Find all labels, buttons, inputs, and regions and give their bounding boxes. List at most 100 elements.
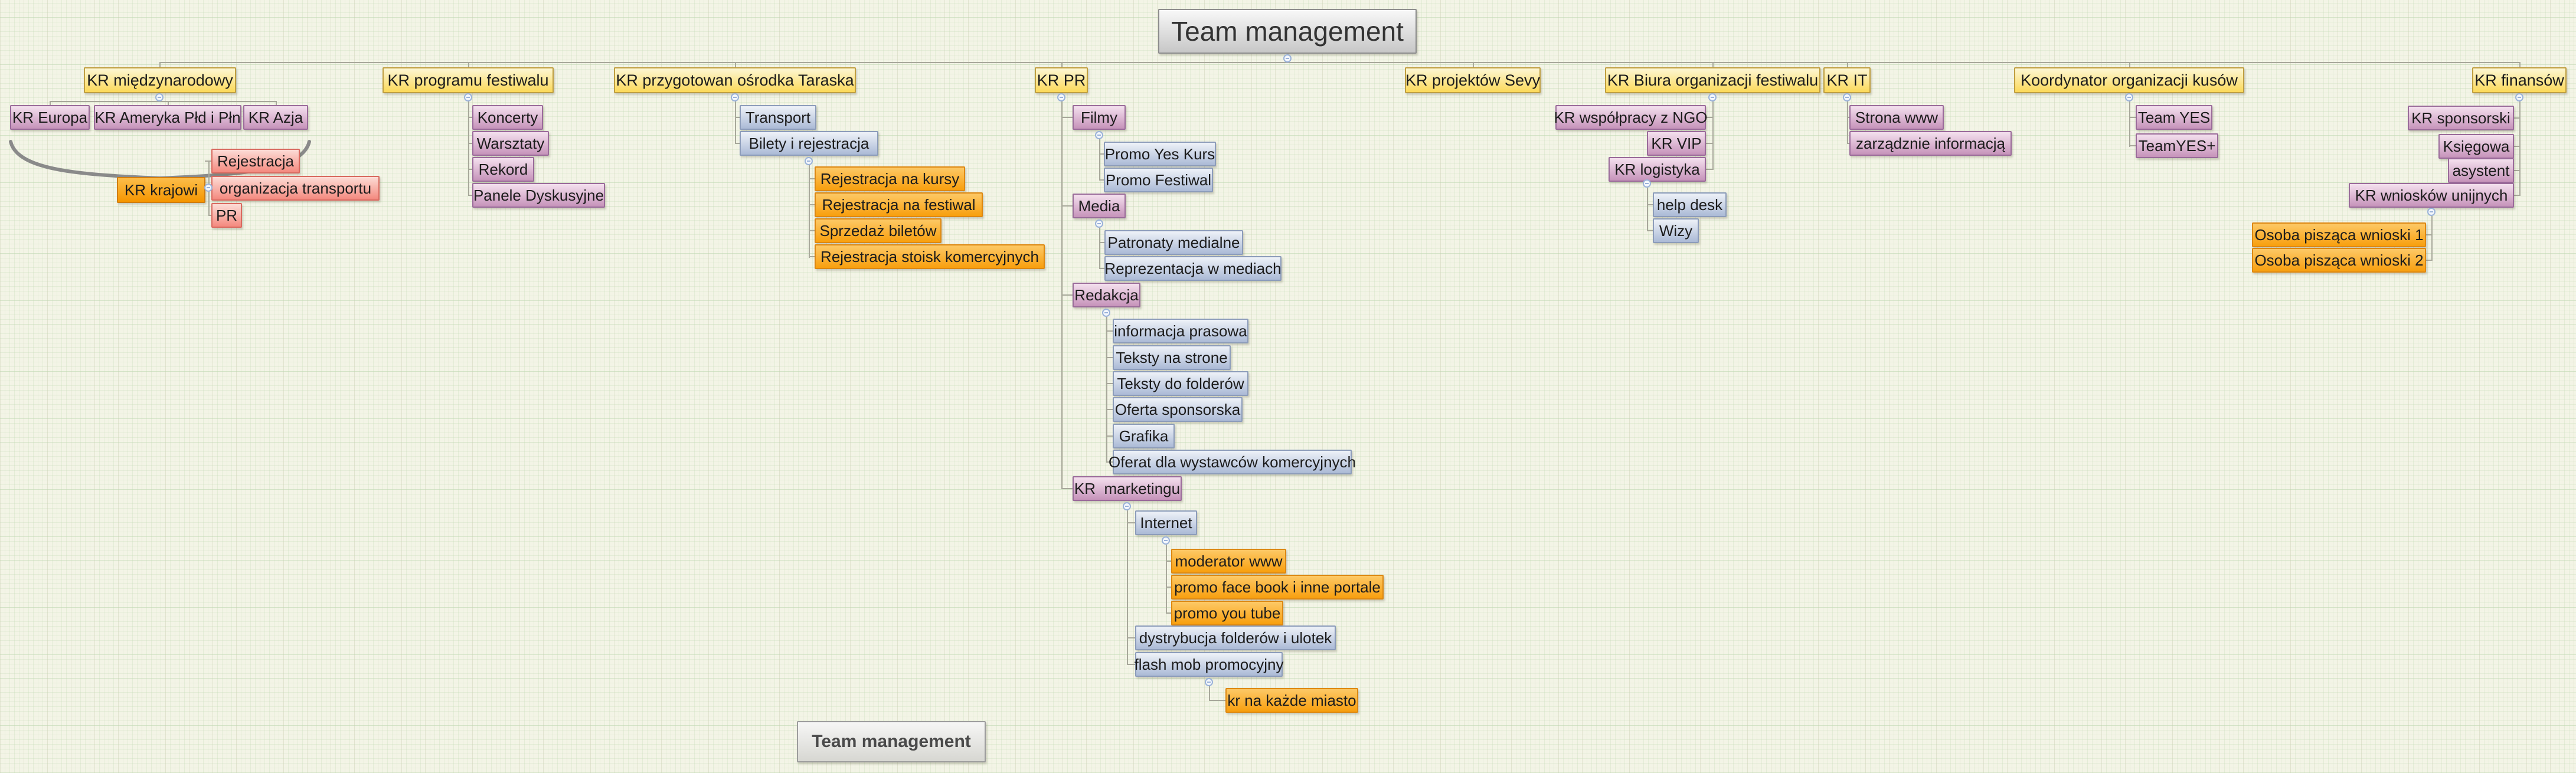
node-rejestracja-stoisk-komercyjnych[interactable]: Rejestracja stoisk komercyjnych — [815, 244, 1045, 269]
connector-line — [2514, 146, 2519, 147]
fold-toggle-icon[interactable] — [1123, 502, 1131, 510]
node-promo-you-tube[interactable]: promo you tube — [1171, 601, 1283, 625]
node-promo-yes-kurs[interactable]: Promo Yes Kurs — [1104, 142, 1216, 166]
node-koncerty[interactable]: Koncerty — [472, 105, 543, 130]
node-kr-wspolpracy-z-ngo[interactable]: KR współpracy z NGO — [1554, 105, 1708, 130]
node-team-yes-plus[interactable]: TeamYES+ — [2136, 133, 2218, 158]
node-osoba-piszaca-wnioski-1[interactable]: Osoba pisząca wnioski 1 — [2252, 222, 2426, 247]
node-osoba-piszaca-wnioski-2[interactable]: Osoba pisząca wnioski 2 — [2252, 248, 2426, 273]
node-kr-pr[interactable]: KR PR — [1035, 67, 1088, 93]
connector-line — [2431, 216, 2433, 261]
node-panele-dyskusyjne[interactable]: Panele Dyskusyjne — [472, 183, 605, 208]
node-flash-mob-promocyjny[interactable]: flash mob promocyjny — [1135, 652, 1283, 677]
fold-toggle-icon[interactable] — [2427, 208, 2436, 216]
node-koordynator-organizacji-kusow[interactable]: Koordynator organizacji kusów — [2014, 67, 2244, 93]
node-kr-sponsorski[interactable]: KR sponsorski — [2408, 106, 2514, 130]
node-team-management-root[interactable]: Team management — [1158, 9, 1417, 54]
fold-toggle-icon[interactable] — [464, 93, 472, 101]
node-asystent[interactable]: asystent — [2448, 158, 2514, 183]
node-kr-azja[interactable]: KR Azja — [243, 105, 308, 130]
node-kr-na-kazde-miasto[interactable]: kr na każde miasto — [1225, 688, 1358, 713]
connector-line — [1106, 409, 1113, 410]
fold-toggle-icon[interactable] — [155, 93, 164, 101]
connector-line — [1099, 242, 1104, 243]
node-zarzadznie-informacja[interactable]: zarządznie informacją — [1849, 131, 2012, 156]
node-dystrybucja-folderow-i-ulotek[interactable]: dystrybucja folderów i ulotek — [1135, 625, 1336, 650]
node-internet[interactable]: Internet — [1135, 510, 1197, 535]
node-kr-miedzynarodowy[interactable]: KR międzynarodowy — [84, 67, 236, 93]
node-teksty-na-strone[interactable]: Teksty na strone — [1113, 345, 1231, 370]
fold-toggle-icon[interactable] — [1162, 536, 1170, 545]
node-teksty-do-folderow[interactable]: Teksty do folderów — [1113, 371, 1248, 396]
connector-line — [1127, 510, 1128, 665]
node-kr-projektow-sevy[interactable]: KR projektów Sevy — [1405, 67, 1541, 93]
node-kr-logistyka[interactable]: KR logistyka — [1609, 157, 1706, 182]
connector-line — [1099, 153, 1104, 155]
node-promo-face-book-i-inne-portale[interactable]: promo face book i inne portale — [1171, 575, 1384, 600]
fold-toggle-icon[interactable] — [1643, 179, 1651, 188]
fold-toggle-icon[interactable] — [1283, 54, 1292, 63]
node-kr-it[interactable]: KR IT — [1823, 67, 1871, 93]
connector-line — [1706, 169, 1712, 170]
node-organizacja-transportu[interactable]: organizacja transportu — [211, 176, 380, 201]
node-reprezentacja-w-mediach[interactable]: Reprezentacja w mediach — [1104, 256, 1282, 281]
fold-toggle-icon[interactable] — [1205, 678, 1213, 686]
node-team-management-floating[interactable]: Team management — [797, 721, 986, 762]
node-oferat-dla-wystawcow-komercyjnych[interactable]: Oferat dla wystawców komercyjnych — [1109, 450, 1356, 474]
connector-line — [1847, 101, 1848, 144]
fold-toggle-icon[interactable] — [2515, 93, 2523, 101]
node-rejestracja-na-kursy[interactable]: Rejestracja na kursy — [815, 166, 965, 191]
fold-toggle-icon[interactable] — [1102, 309, 1110, 317]
node-kr-marketingu[interactable]: KR marketingu — [1073, 476, 1182, 501]
node-media[interactable]: Media — [1073, 194, 1126, 218]
connector-line — [468, 195, 472, 196]
node-kr-vip[interactable]: KR VIP — [1647, 131, 1706, 156]
connector-line — [2129, 101, 2130, 147]
node-pr[interactable]: PR — [211, 203, 242, 228]
fold-toggle-icon[interactable] — [1095, 131, 1103, 139]
node-kr-programu-festiwalu[interactable]: KR programu festiwalu — [383, 67, 554, 93]
node-grafika[interactable]: Grafika — [1113, 424, 1175, 448]
connector-line — [809, 178, 815, 179]
node-strona-www[interactable]: Strona www — [1849, 105, 1944, 130]
node-transport[interactable]: Transport — [740, 105, 816, 130]
node-moderator-www[interactable]: moderator www — [1171, 549, 1286, 574]
fold-toggle-icon[interactable] — [204, 184, 213, 192]
node-promo-festiwal[interactable]: Promo Festiwal — [1104, 168, 1213, 192]
node-help-desk[interactable]: help desk — [1653, 192, 1727, 217]
fold-toggle-icon[interactable] — [2125, 93, 2133, 101]
node-kr-biura-organizacji-festiwalu[interactable]: KR Biura organizacji festiwalu — [1605, 67, 1820, 93]
connector-line — [1061, 62, 1063, 67]
node-warsztaty[interactable]: Warsztaty — [472, 131, 549, 156]
fold-toggle-icon[interactable] — [1708, 93, 1717, 101]
node-kr-wnioskow-unijnych[interactable]: KR wniosków unijnych — [2349, 183, 2514, 208]
node-bilety-i-rejestracja[interactable]: Bilety i rejestracja — [740, 131, 878, 156]
node-ksiegowa[interactable]: Księgowa — [2438, 134, 2514, 159]
node-rekord[interactable]: Rekord — [472, 157, 534, 182]
node-kr-europa[interactable]: KR Europa — [10, 105, 90, 130]
connector-line — [1166, 545, 1167, 614]
node-informacja-prasowa[interactable]: informacja prasowa — [1113, 319, 1248, 343]
node-rejestracja-na-festiwal[interactable]: Rejestracja na festiwal — [815, 192, 983, 217]
node-sprzedaz-biletow[interactable]: Sprzedaż biletów — [815, 218, 942, 243]
node-oferta-sponsorska[interactable]: Oferta sponsorska — [1113, 397, 1243, 422]
node-team-yes[interactable]: Team YES — [2136, 105, 2212, 130]
node-patronaty-medialne[interactable]: Patronaty medialne — [1104, 230, 1243, 255]
fold-toggle-icon[interactable] — [805, 157, 813, 165]
connector-line — [1209, 700, 1225, 701]
fold-toggle-icon[interactable] — [1843, 93, 1851, 101]
fold-toggle-icon[interactable] — [1095, 220, 1103, 228]
node-rejestracja[interactable]: Rejestracja — [211, 149, 300, 173]
connector-line — [50, 101, 276, 102]
node-kr-ameryka-pld-i-pln[interactable]: KR Ameryka Płd i Płn — [94, 105, 241, 130]
connector-line — [1106, 383, 1113, 384]
node-filmy[interactable]: Filmy — [1073, 105, 1126, 130]
node-redakcja[interactable]: Redakcja — [1073, 283, 1140, 307]
node-kr-przygotowan-osrodka-taraska[interactable]: KR przygotowan ośrodka Taraska — [614, 67, 856, 93]
fold-toggle-icon[interactable] — [731, 93, 739, 101]
node-wizy[interactable]: Wizy — [1653, 218, 1699, 243]
node-kr-finansow[interactable]: KR finansów — [2472, 67, 2567, 93]
fold-toggle-icon[interactable] — [1057, 93, 1065, 101]
node-kr-krajowi[interactable]: KR krajowi — [117, 177, 205, 203]
connector-line — [1127, 664, 1135, 665]
